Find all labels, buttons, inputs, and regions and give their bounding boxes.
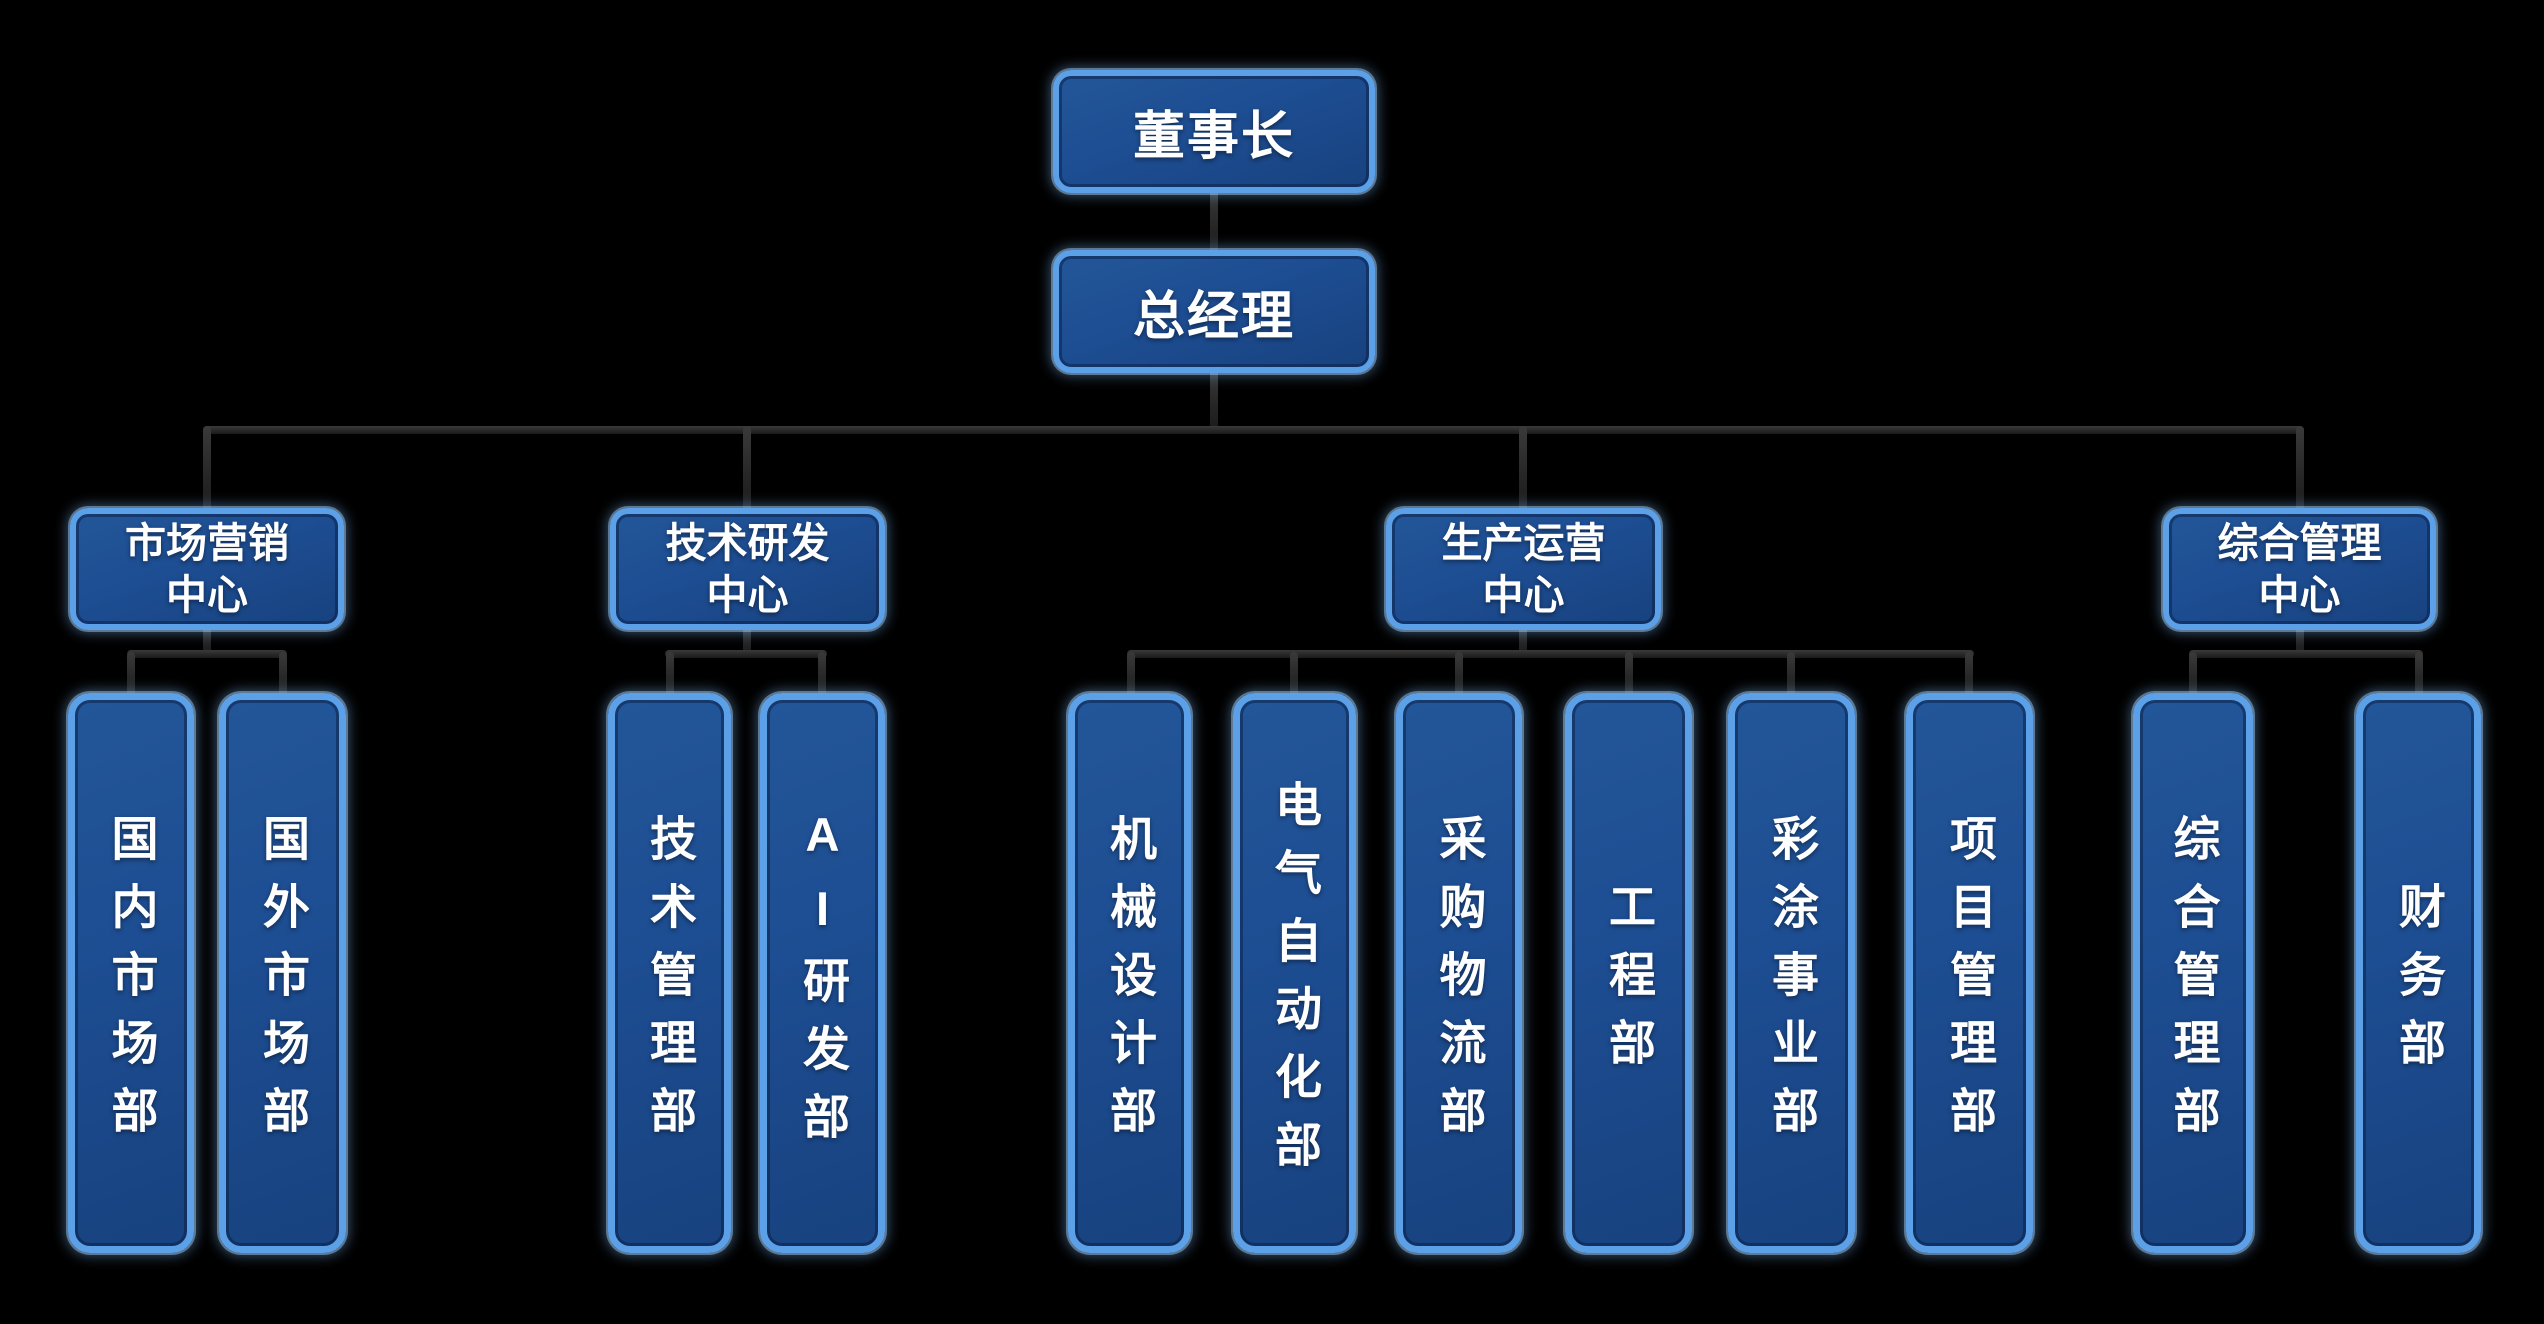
node-general-manager: 总经理 (1053, 250, 1375, 373)
node-center-marketing: 市场营销 中心 (70, 508, 344, 630)
center-rd-label-line1: 技术研发 (665, 519, 830, 566)
edge-branch-domestic (127, 652, 135, 697)
center-admin-label-line2: 中心 (2258, 572, 2341, 618)
dept-project-management-label: 项目管理部 (1943, 813, 1996, 1154)
dept-project-management: 项目管理部 (1906, 693, 2033, 1253)
branch-line-admin (2189, 650, 2423, 658)
center-rd-label-line2: 中心 (706, 572, 789, 618)
edge-rd-branch (743, 622, 751, 654)
edge-operations-branch (1519, 622, 1527, 654)
edge-branch-procurement (1455, 652, 1463, 697)
edge-branch-ai-rd (818, 652, 826, 697)
dept-overseas-market: 国外市场部 (219, 693, 346, 1253)
dept-electrical-automation-label: 电气自动化部 (1268, 779, 1321, 1188)
edge-trunk-admin (2296, 426, 2304, 512)
dept-general-admin: 综合管理部 (2133, 693, 2253, 1253)
center-admin-label-line1: 综合管理 (2217, 519, 2382, 566)
dept-tech-management-label: 技术管理部 (643, 813, 696, 1154)
dept-general-admin-label: 综合管理部 (2166, 813, 2220, 1154)
edge-branch-tech-mgmt (666, 652, 674, 697)
edge-trunk-rd (743, 426, 751, 512)
node-center-rd: 技术研发 中心 (610, 508, 885, 630)
edge-gm-trunk (1210, 368, 1218, 430)
chairman-label: 董事长 (1132, 108, 1295, 166)
edge-marketing-branch (203, 622, 211, 654)
dept-overseas-market-label: 国外市场部 (256, 813, 309, 1154)
branch-line-marketing (127, 650, 287, 658)
dept-finance: 财务部 (2356, 693, 2481, 1253)
node-center-operations: 生产运营 中心 (1386, 508, 1661, 630)
dept-coating-business-label: 彩涂事业部 (1765, 813, 1818, 1154)
edge-branch-project (1965, 652, 1973, 697)
edge-branch-overseas (279, 652, 287, 697)
edge-admin-branch (2296, 622, 2304, 654)
center-marketing-label-line1: 市场营销 (125, 519, 289, 566)
dept-electrical-automation: 电气自动化部 (1233, 693, 1356, 1253)
dept-engineering: 工程部 (1565, 693, 1692, 1253)
dept-mechanical-design: 机械设计部 (1068, 693, 1191, 1253)
branch-line-rd (665, 650, 827, 658)
trunk-line (203, 426, 2304, 434)
node-center-admin: 综合管理 中心 (2163, 508, 2436, 630)
edge-trunk-operations (1519, 426, 1527, 512)
general-manager-label: 总经理 (1132, 288, 1295, 346)
dept-domestic-market-label: 国内市场部 (104, 813, 158, 1154)
edge-branch-general-admin (2189, 652, 2197, 697)
edge-branch-mechanical (1127, 652, 1135, 697)
dept-tech-management: 技术管理部 (608, 693, 731, 1253)
center-operations-label-line1: 生产运营 (1441, 519, 1606, 566)
edge-branch-engineering (1625, 652, 1633, 697)
edge-chairman-gm (1210, 188, 1218, 254)
dept-finance-label: 财务部 (2392, 881, 2445, 1086)
dept-mechanical-design-label: 机械设计部 (1103, 813, 1156, 1154)
dept-coating-business: 彩涂事业部 (1728, 693, 1855, 1253)
edge-branch-electrical (1290, 652, 1298, 697)
dept-domestic-market: 国内市场部 (68, 693, 194, 1253)
node-chairman: 董事长 (1053, 70, 1375, 193)
dept-procurement-logistics: 采购物流部 (1396, 693, 1522, 1253)
dept-procurement-logistics-label: 采购物流部 (1432, 813, 1486, 1154)
dept-engineering-label: 工程部 (1602, 881, 1655, 1086)
branch-line-operations (1127, 650, 1974, 658)
dept-ai-rd: AI研发部 (760, 693, 885, 1253)
dept-ai-rd-label: AI研发部 (796, 807, 849, 1160)
edge-branch-coating (1787, 652, 1795, 697)
edge-trunk-marketing (203, 426, 211, 512)
edge-branch-finance (2415, 652, 2423, 697)
center-marketing-label-line2: 中心 (166, 572, 248, 618)
center-operations-label-line2: 中心 (1482, 572, 1565, 618)
